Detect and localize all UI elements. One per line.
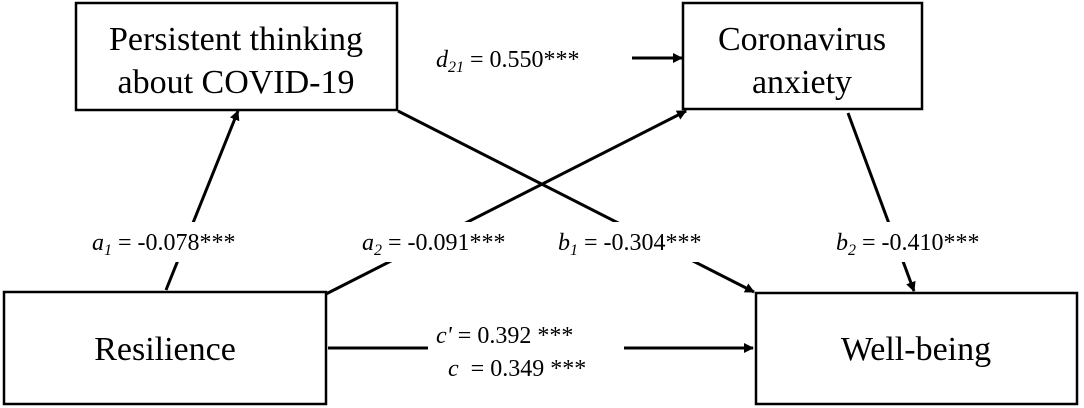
node-wellbeing-label: Well-being — [841, 331, 991, 368]
label-a1: a1 = -0.078*** — [92, 230, 236, 259]
node-persistent-thinking: Persistent thinking about COVID-19 — [74, 1, 399, 112]
node-resilience: Resilience — [2, 290, 328, 406]
label-b2: b2 = -0.410*** — [836, 230, 980, 259]
arrow-a1 — [164, 110, 240, 291]
label-d21: d21 = 0.550*** — [436, 47, 580, 76]
arrow-b2 — [846, 112, 916, 292]
label-a2: a2 = -0.091*** — [362, 230, 506, 259]
label-c-prime: c' = 0.392 *** — [436, 323, 573, 349]
arrow-a2 — [325, 109, 687, 296]
arrow-b1 — [397, 109, 755, 294]
label-c: c = 0.349 *** — [448, 356, 586, 382]
node-well-being: Well-being — [754, 291, 1079, 406]
node-persistent-line2: about COVID-19 — [117, 64, 354, 101]
node-coronavirus-anxiety: Coronavirus anxiety — [681, 1, 924, 111]
node-persistent-line1: Persistent thinking — [109, 21, 363, 58]
node-anxiety-line1: Coronavirus — [718, 21, 886, 58]
node-anxiety-line2: anxiety — [752, 64, 852, 101]
label-b1: b1 = -0.304*** — [558, 230, 702, 259]
node-resilience-label: Resilience — [94, 331, 236, 368]
